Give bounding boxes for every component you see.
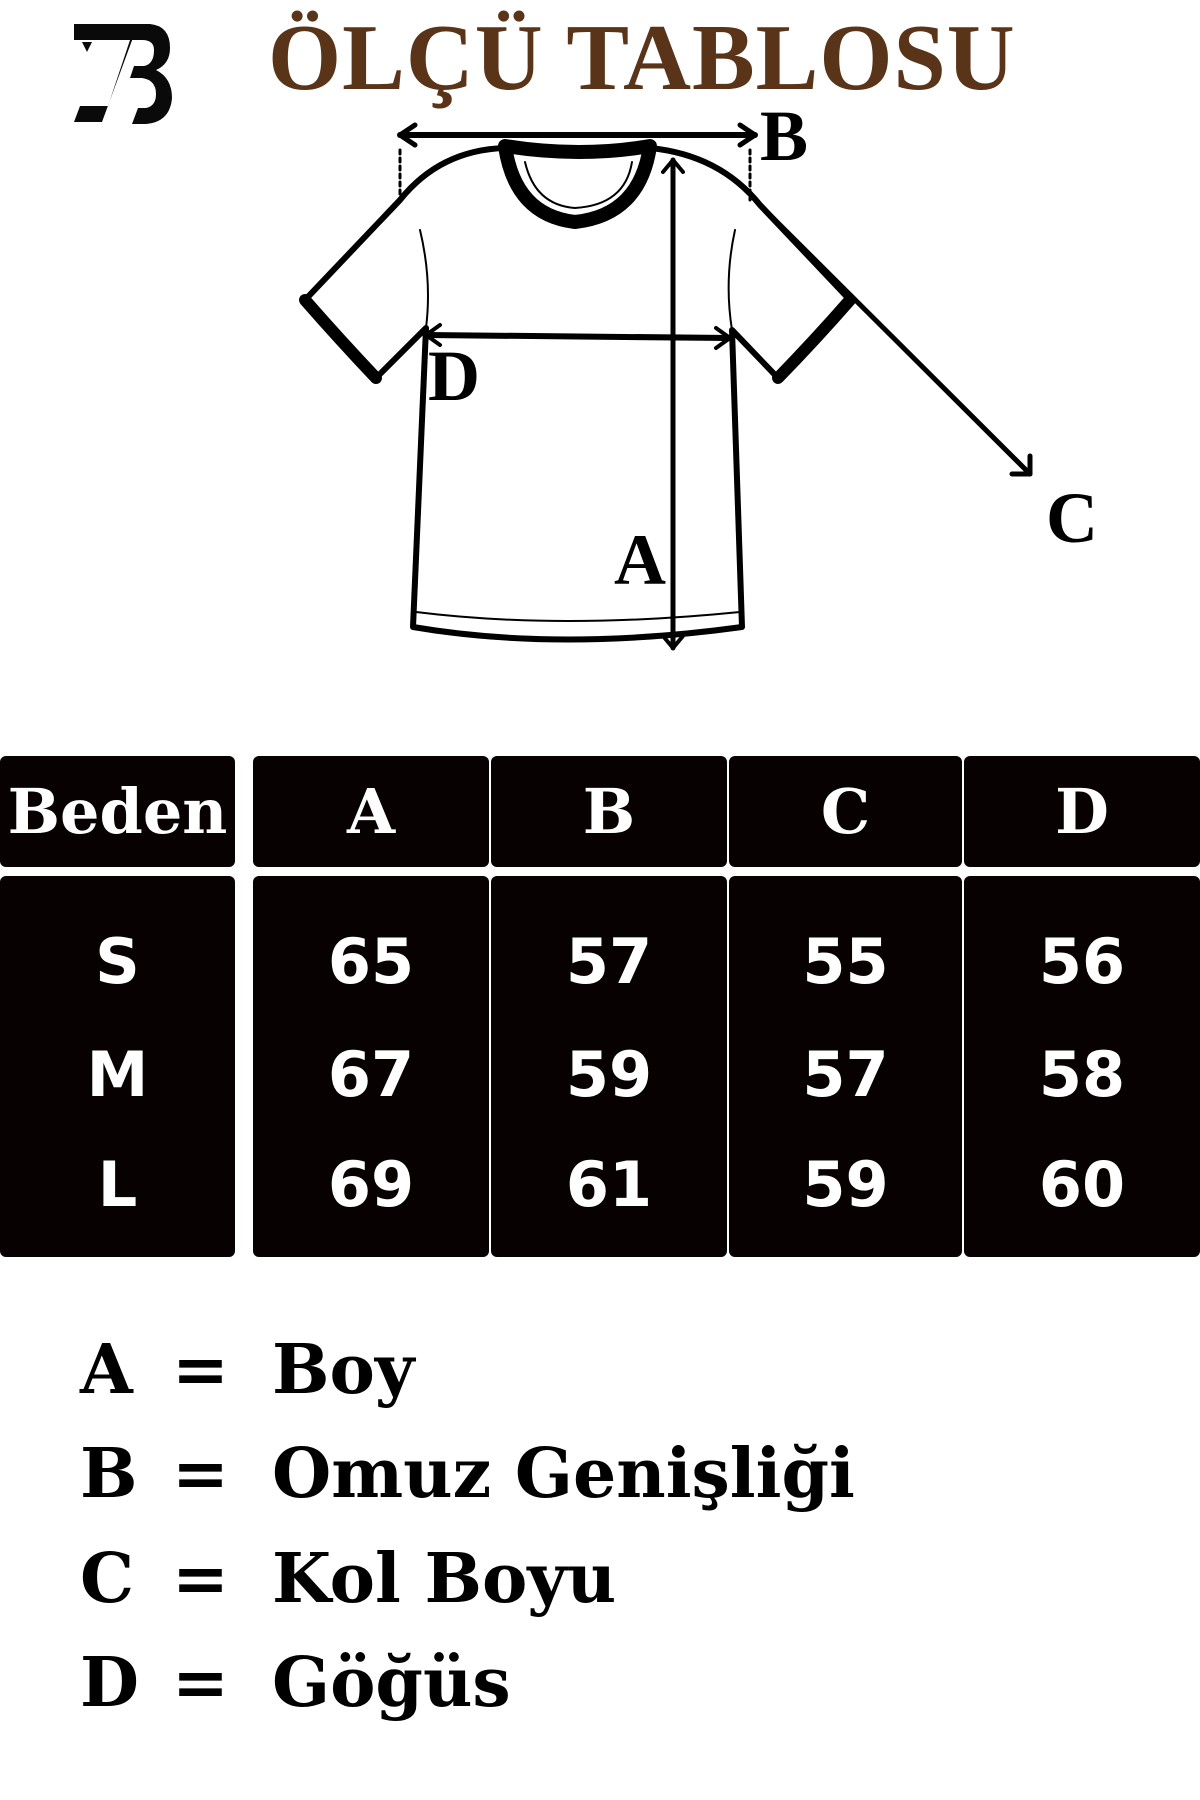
- column-c: 55 57 59: [729, 876, 962, 1257]
- header-d: D: [964, 756, 1200, 867]
- legend-key: C: [80, 1539, 135, 1619]
- label-c: C: [1046, 478, 1098, 558]
- tshirt-outline: [302, 145, 853, 643]
- value-cell: 61: [565, 1148, 653, 1221]
- legend-label: Boy: [272, 1330, 415, 1410]
- legend-label: Omuz Genişliği: [272, 1434, 855, 1514]
- value-cell: 55: [802, 925, 889, 998]
- tshirt-diagram: B D A C: [299, 96, 1098, 651]
- size-cell: L: [97, 1148, 138, 1221]
- legend-item: A = Boy: [80, 1330, 414, 1410]
- legend-equals: =: [172, 1330, 229, 1410]
- column-d: 56 58 60: [964, 876, 1200, 1257]
- legend-key: D: [80, 1643, 139, 1723]
- legend-item: C = Kol Boyu: [80, 1539, 616, 1619]
- legend-equals: =: [172, 1434, 229, 1514]
- column-size: S M L: [0, 876, 235, 1257]
- legend-key: A: [80, 1330, 133, 1410]
- legend-item: B = Omuz Genişliği: [80, 1434, 855, 1514]
- value-cell: 59: [802, 1148, 889, 1221]
- header-beden: Beden: [0, 756, 235, 867]
- legend-label: Göğüs: [272, 1643, 511, 1723]
- legend-equals: =: [172, 1539, 229, 1619]
- label-d: D: [428, 336, 480, 416]
- value-cell: 59: [565, 1038, 653, 1111]
- size-cell: M: [86, 1038, 149, 1111]
- value-cell: 67: [327, 1038, 415, 1111]
- column-b: 57 59 61: [491, 876, 727, 1257]
- legend-equals: =: [172, 1643, 229, 1723]
- legend-item: D = Göğüs: [80, 1643, 511, 1723]
- legend-key: B: [80, 1434, 138, 1514]
- value-cell: 57: [565, 925, 653, 998]
- label-b: B: [760, 96, 808, 176]
- header-a: A: [253, 756, 489, 867]
- value-cell: 69: [327, 1148, 415, 1221]
- header-b: B: [491, 756, 727, 867]
- header-c: C: [729, 756, 962, 867]
- label-a: A: [614, 520, 666, 600]
- value-cell: 58: [1038, 1038, 1126, 1111]
- value-cell: 60: [1038, 1148, 1126, 1221]
- size-cell: S: [95, 925, 140, 998]
- value-cell: 56: [1038, 925, 1126, 998]
- brand-logo: [74, 24, 172, 124]
- column-a: 65 67 69: [253, 876, 489, 1257]
- value-cell: 57: [802, 1038, 889, 1111]
- page-title: ÖLÇÜ TABLOSU: [268, 6, 1016, 110]
- value-cell: 65: [327, 925, 415, 998]
- legend-label: Kol Boyu: [272, 1539, 617, 1619]
